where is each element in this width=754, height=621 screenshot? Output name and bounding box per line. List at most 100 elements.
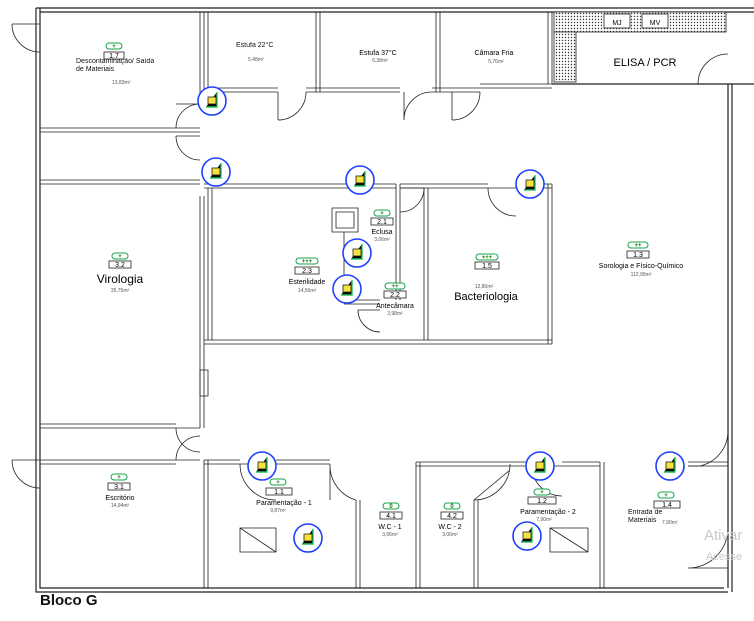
level-badge: ++ [634,243,642,249]
room-area: 3,98m² [387,311,403,317]
room-virologia: + 3.2 Virologia 35,75m² [97,252,144,294]
room-area: 5,48m² [248,57,264,63]
room-sorologia: ++ 1.3 Sorologia e Físico-Químico 112,90… [599,241,684,278]
room-name: Câmara Fria [475,50,514,57]
room-name: Estufa 22°C [236,42,274,49]
room-name: Virologia [97,272,144,286]
level-badge: +++ [302,259,313,265]
door-sensor-marker [332,274,362,304]
door-sensor-marker [201,157,231,187]
room-name: Sorologia e Físico-Químico [599,263,684,270]
room-area: 35,75m² [111,288,130,294]
door-sensor-marker [342,238,372,268]
room-area: 14,56m² [298,288,317,294]
room-code: 1.3 [633,252,643,259]
room-name: Estufa 37°C [359,49,396,57]
room-name: Descontaminação/ Saída de Materiais [76,58,155,73]
interior-walls [40,12,728,588]
room-area: 3,06m² [442,532,458,538]
room-name: W.C - 2 [438,524,461,531]
elisa-box-mj: MJ [612,20,621,27]
door-sensor-marker [655,451,685,481]
door-sensor-marker [512,521,542,551]
room-code: 4.2 [447,513,457,520]
room-code: 1.2 [537,498,547,505]
room-name: Bacteriologia [454,291,518,303]
room-elisa: ELISA / PCR [614,57,677,69]
outer-walls [35,7,754,593]
watermark-line1: Ativar [704,527,743,544]
marker-sensor-icon [522,531,532,540]
room-eclusa: + 2.1 Eclusa 3,06m² [370,209,394,243]
room-area: 7,90m² [536,517,552,523]
door-sensor-marker [197,86,227,116]
marker-sensor-icon [207,96,217,105]
room-area: 6,38m² [372,58,388,64]
door-sensor-markers [197,86,685,553]
room-wc-2: 0 4.2 W.C - 2 3,06m² [438,502,464,538]
room-descontaminacao: + 1.7 Descontaminação/ Saída de Materiai… [76,42,155,86]
room-antecamara: ++ 2.2 Antecâmara 3,98m² [376,282,414,317]
level-badge: + [540,490,544,496]
room-esterilidade: +++ 2.3 Esterilidade 14,56m² [289,257,326,294]
marker-sensor-icon [665,461,675,470]
room-name: Paramentação - 1 [256,500,312,507]
level-badge: + [664,493,668,499]
room-name: Paramentação - 2 [520,509,576,516]
room-area: 3,06m² [374,237,390,243]
room-estufa37: Estufa 37°C 6,38m² [359,49,396,64]
room-code: 3.2 [115,262,125,269]
room-camara-fria: Câmara Fria 5,76m² [475,50,514,65]
door-sensor-marker [525,451,555,481]
room-code: 1.5 [482,263,492,270]
marker-sensor-icon [535,461,545,470]
level-badge: + [380,211,384,217]
room-area: 9,87m² [270,508,286,514]
marker-sensor-icon [525,179,535,188]
elisa-bench: MJ MV [553,11,727,83]
room-area: 14,94m² [111,503,130,509]
marker-sensor-icon [355,175,365,184]
room-area: 3,06m² [382,532,398,538]
room-name: Entrada de Materiais [628,509,663,524]
elisa-box-mv: MV [650,20,661,27]
marker-sensor-icon [303,533,313,542]
room-name: Esterilidade [289,279,326,286]
room-area: 13,83m² [112,80,131,86]
room-area: 7,90m² [662,520,678,526]
room-code: 1.4 [662,502,672,509]
room-name: Antecâmara [376,303,414,310]
door-sensor-marker [247,451,277,481]
level-badge: + [117,475,121,481]
block-title: Bloco G [40,592,98,609]
room-code: 3.1 [114,484,124,491]
room-name: ELISA / PCR [614,57,677,69]
level-badge: +++ [482,255,493,261]
room-area: 112,90m² [631,272,652,278]
level-badge: + [112,44,116,50]
room-name: Escritório [105,495,134,502]
room-paramentacao-2: + 1.2 Paramentação - 2 7,90m² [520,488,576,523]
room-area: 12,80m² [475,284,494,290]
room-area: 5,76m² [488,59,504,65]
room-code: 4.1 [386,513,396,520]
room-name: W.C - 1 [378,524,401,531]
marker-sensor-icon [352,248,362,257]
level-badge: 0 [450,504,454,510]
door-sensor-marker [293,523,323,553]
room-entrada-materiais: + 1.4 Entrada de Materiais 7,90m² [628,491,681,526]
watermark-line2: Acesse [706,551,743,563]
level-badge: 0 [389,504,393,510]
marker-sensor-icon [342,284,352,293]
room-paramentacao-1: + 1.1 Paramentação - 1 9,87m² [256,478,312,514]
room-wc-1: 0 4.1 W.C - 1 3,06m² [378,502,403,538]
level-badge: ++ [391,284,399,290]
level-badge: + [276,480,280,486]
level-badge: + [118,254,122,260]
room-code: 2.3 [302,268,312,275]
room-escritorio: + 3.1 Escritório 14,94m² [105,473,135,509]
marker-sensor-icon [257,461,267,470]
marker-sensor-icon [211,167,221,176]
room-bacteriologia: +++ 1.5 12,80m² Bacteriologia [454,253,519,303]
